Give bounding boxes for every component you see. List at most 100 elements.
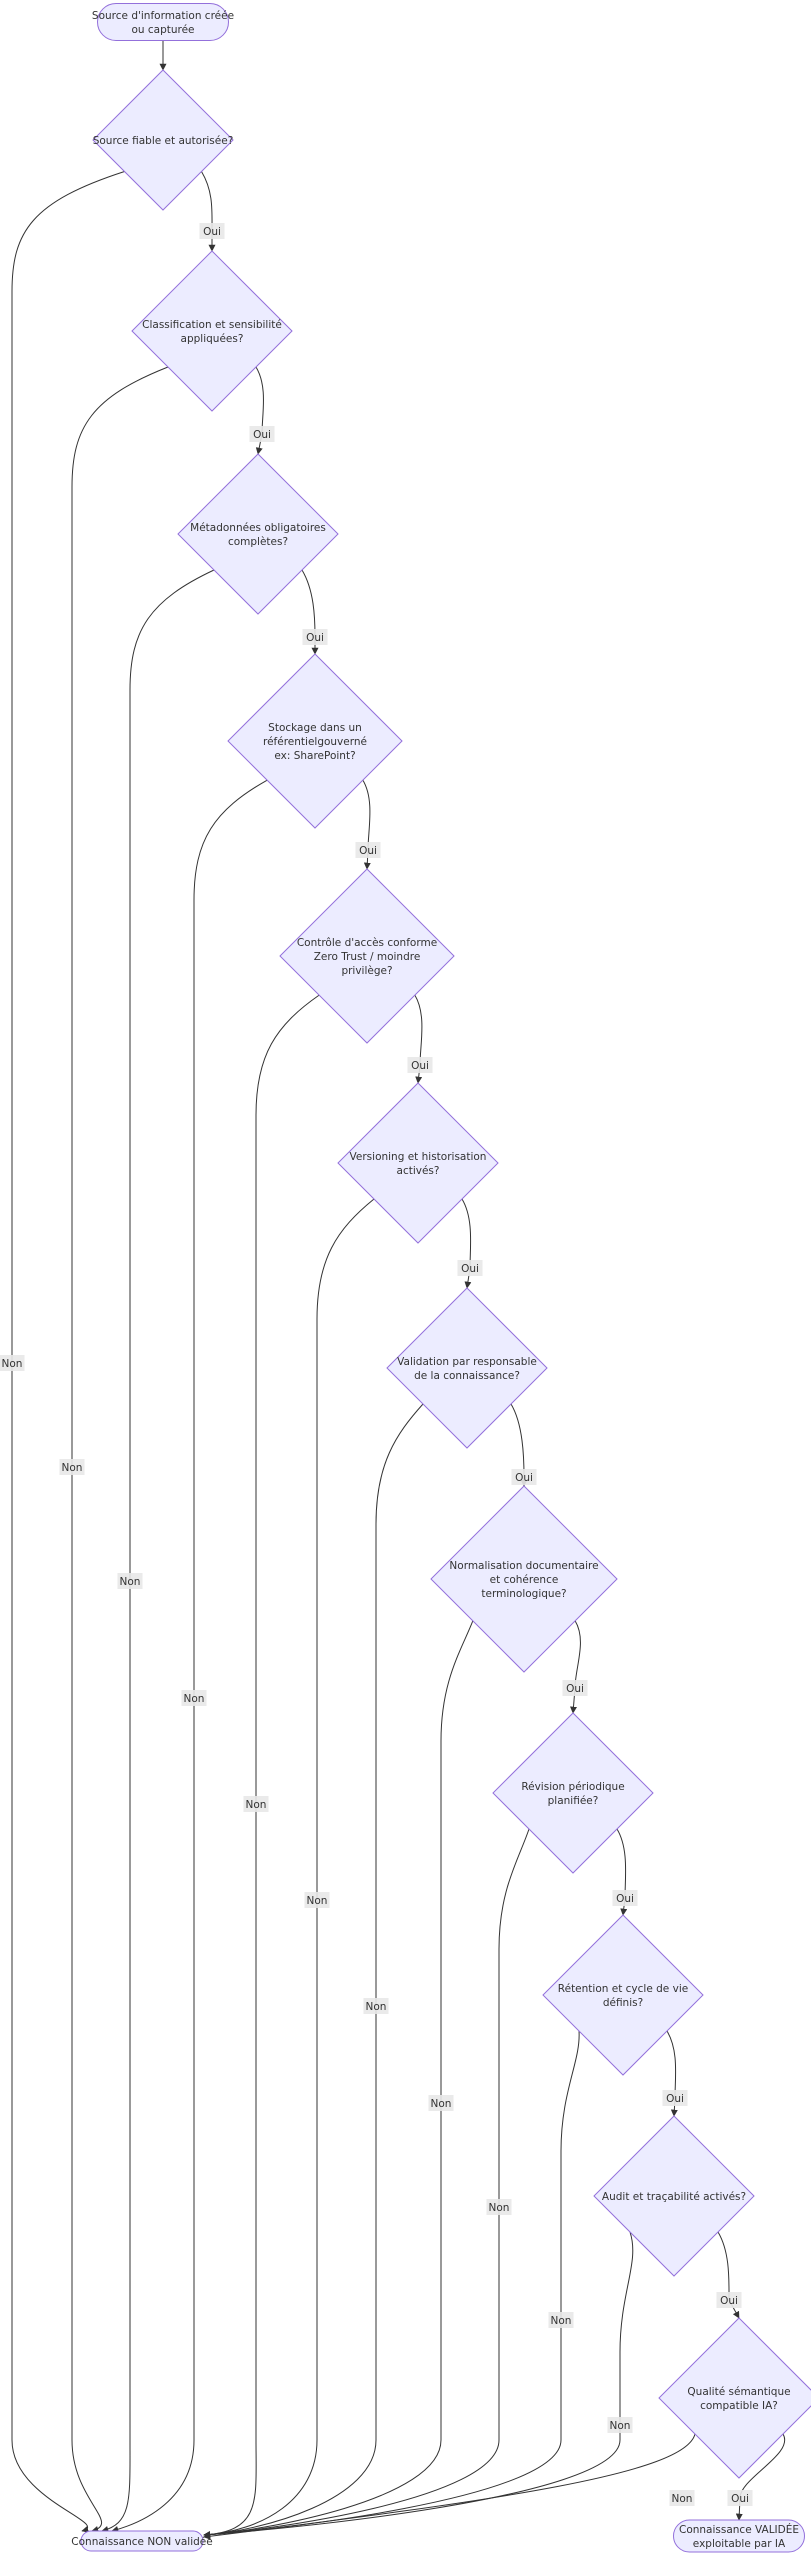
yes-label-text: Oui — [720, 2295, 738, 2307]
no-label: Non — [428, 2095, 454, 2111]
decision-label-line: Classification et sensibilité — [142, 319, 282, 331]
edge-no — [203, 1403, 424, 2539]
decision-label-line: terminologique? — [481, 1588, 566, 1600]
edge-no — [11, 171, 125, 2533]
no-label: Non — [548, 2312, 574, 2328]
yes-label: Oui — [302, 629, 328, 645]
decision-label: Rétention et cycle de vie définis? — [558, 1983, 688, 2009]
yes-label-background — [355, 842, 381, 858]
decision-label-line: ex: SharePoint? — [274, 750, 355, 762]
decision-label-line: référentielgouverné — [263, 736, 367, 748]
decision-node-11[interactable]: Audit et traçabilité activés? — [593, 2115, 755, 2277]
end-node-validated-label-line: exploitable par IA — [693, 2538, 786, 2550]
decision-label-line: Source fiable et autorisée? — [93, 135, 234, 147]
no-label-background — [669, 2490, 695, 2506]
edge-no — [203, 2433, 696, 2540]
end-node-validated-shape — [673, 2519, 805, 2553]
no-label: Non — [59, 1459, 85, 1475]
decision-label-line: compatible IA? — [700, 2400, 778, 2412]
edge-labels-layer: OuiNonOuiNonOuiNonOuiNonOuiNonOuiNonOuiN… — [0, 223, 753, 2506]
edge-no — [203, 2231, 634, 2539]
nodes-layer: Source fiable et autorisée? Classificatio… — [71, 3, 811, 2553]
yes-label: Oui — [511, 1469, 537, 1485]
no-label: Non — [243, 1796, 269, 1812]
edge-no — [203, 1828, 530, 2539]
edge-no — [71, 366, 169, 2533]
yes-label-background — [457, 1260, 483, 1276]
no-label-text: Non — [307, 1895, 328, 1907]
decision-diamond — [227, 653, 403, 829]
no-label-text: Non — [551, 2315, 572, 2327]
edges-layer — [11, 41, 786, 2540]
no-label: Non — [363, 1998, 389, 2014]
decision-label-line: définis? — [603, 1997, 643, 2009]
yes-label-text: Oui — [461, 1263, 479, 1275]
yes-label-background — [662, 2090, 688, 2106]
yes-label-text: Oui — [731, 2493, 749, 2505]
no-label: Non — [181, 1690, 207, 1706]
no-label: Non — [669, 2490, 695, 2506]
no-label-background — [117, 1573, 143, 1589]
no-label-background — [243, 1796, 269, 1812]
decision-node-1[interactable]: Source fiable et autorisée? — [92, 69, 234, 211]
yes-label-background — [716, 2292, 742, 2308]
edge-no — [101, 569, 215, 2533]
no-label-text: Non — [62, 1462, 83, 1474]
yes-label-background — [199, 223, 225, 239]
decision-node-10[interactable]: Rétention et cycle de vie définis? — [542, 1914, 704, 2076]
decision-label-line: de la connaissance? — [414, 1370, 520, 1382]
no-label: Non — [117, 1573, 143, 1589]
yes-label-text: Oui — [203, 226, 221, 238]
decision-node-2[interactable]: Classification et sensibilité appliquées? — [131, 250, 293, 412]
decision-label: Classification et sensibilité appliquées? — [142, 319, 282, 345]
decision-diamond — [542, 1914, 704, 2076]
decision-diamond — [430, 1485, 618, 1673]
decision-label-line: et cohérence — [490, 1574, 559, 1586]
no-label-text: Non — [120, 1576, 141, 1588]
no-label-text: Non — [2, 1358, 23, 1370]
yes-label: Oui — [249, 426, 275, 442]
decision-diamond — [658, 2317, 811, 2479]
decision-diamond — [177, 453, 339, 615]
no-label-background — [548, 2312, 574, 2328]
no-label-background — [0, 1355, 25, 1371]
yes-label-text: Oui — [306, 632, 324, 644]
no-label-text: Non — [610, 2420, 631, 2432]
edge-no — [203, 994, 320, 2539]
decision-label-line: Contrôle d'accès conforme — [297, 937, 437, 949]
end-node-not-validated-label: Connaissance NON validée — [71, 2536, 212, 2548]
decision-label: Audit et traçabilité activés? — [602, 2191, 746, 2203]
decision-label-line: appliquées? — [181, 333, 244, 345]
yes-label-background — [302, 629, 328, 645]
end-node-not-validated[interactable]: Connaissance NON validée — [71, 2530, 213, 2552]
edge-no — [203, 2030, 580, 2539]
no-label-text: Non — [431, 2098, 452, 2110]
no-label-text: Non — [366, 2001, 387, 2013]
decision-label-line: activés? — [397, 1165, 440, 1177]
end-node-not-validated-label-line: Connaissance NON validée — [71, 2536, 212, 2548]
edge-no — [111, 779, 268, 2533]
yes-label-text: Oui — [515, 1472, 533, 1484]
yes-label-background — [407, 1057, 433, 1073]
decision-label-line: Rétention et cycle de vie — [558, 1983, 688, 1995]
no-label-text: Non — [246, 1799, 267, 1811]
decision-label-line: Métadonnées obligatoires — [190, 522, 326, 534]
decision-label-line: privilège? — [341, 965, 392, 977]
no-label: Non — [486, 2199, 512, 2215]
